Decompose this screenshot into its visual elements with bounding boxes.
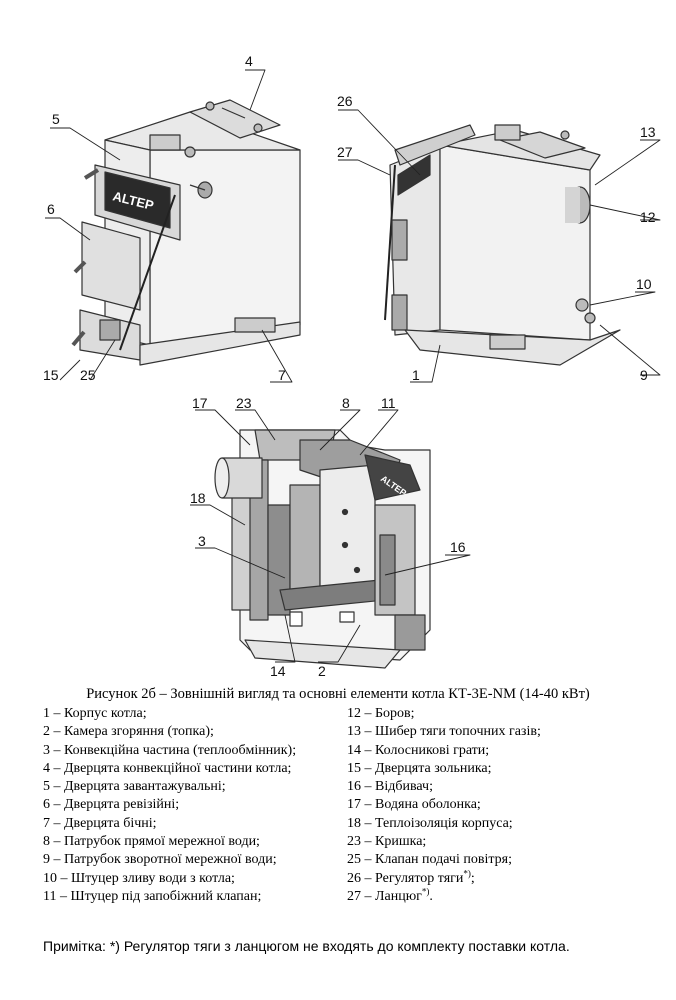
callout-14: 14: [270, 663, 286, 679]
callout-12: 12: [640, 209, 656, 225]
legend-item-27: 27 – Ланцюг*).: [347, 886, 541, 906]
legend-item: 11 – Штуцер під запобіжний клапан;: [43, 888, 262, 904]
callout-10: 10: [636, 276, 652, 292]
boiler-front-view: ALTEP: [71, 99, 301, 366]
legend-item: 18 – Теплоізоляція корпуса;: [347, 815, 513, 831]
legend-26-text: 26 – Регулятор тяги: [347, 870, 464, 886]
callout-18: 18: [190, 490, 206, 506]
legend-item: 8 – Патрубок прямої мережної води;: [43, 834, 260, 850]
legend-item: 23 – Кришка;: [347, 834, 427, 850]
callout-11: 11: [381, 395, 396, 411]
callout-15: 15: [43, 367, 59, 383]
footnote-mark: *): [421, 886, 430, 897]
footnote-mark: *): [463, 868, 471, 879]
callout-13: 13: [640, 124, 656, 140]
legend-26-end: ;: [470, 870, 475, 886]
callout-23: 23: [236, 395, 252, 411]
legend-27-text: 27 – Ланцюг: [347, 888, 422, 904]
figure-caption: Рисунок 2б – Зовнішній вигляд та основні…: [86, 686, 590, 702]
legend-left-list: 1 – Корпус котла; 2 – Камера згоряння (т…: [43, 705, 296, 906]
boiler-figure: ALTEP: [43, 53, 661, 679]
callout-26: 26: [337, 93, 353, 109]
legend-item: 16 – Відбивач;: [347, 779, 433, 795]
footnote: Примітка: *) Регулятор тяги з ланцюгом н…: [43, 938, 570, 954]
legend-27-end: .: [429, 888, 433, 904]
legend-item: 9 – Патрубок зворотної мережної води;: [43, 852, 277, 868]
legend-item: 1 – Корпус котла;: [43, 706, 147, 721]
legend-item: 5 – Дверцята завантажувальні;: [43, 779, 226, 795]
legend-item: 2 – Камера згоряння (топка);: [43, 724, 214, 740]
callout-2: 2: [318, 663, 326, 679]
callout-4: 4: [245, 53, 253, 69]
legend-item: 15 – Дверцята зольника;: [347, 760, 492, 776]
legend-item: 14 – Колосникові грати;: [347, 742, 490, 758]
callout-17: 17: [192, 395, 208, 411]
boiler-cutaway-view: ALTEP: [214, 429, 431, 669]
legend-item: 10 – Штуцер зливу води з котла;: [43, 870, 235, 886]
callout-6: 6: [47, 201, 55, 217]
callout-27: 27: [337, 144, 353, 160]
leader-lines: [45, 69, 661, 663]
legend-item: 6 – Дверцята ревізійні;: [43, 797, 180, 813]
callout-1: 1: [412, 367, 420, 383]
callout-16: 16: [450, 539, 466, 555]
legend-item: 4 – Дверцята конвекційної частини котла;: [43, 760, 292, 776]
legend-item: 7 – Дверцята бічні;: [43, 815, 157, 831]
legend-item-26: 26 – Регулятор тяги*);: [347, 868, 541, 888]
callout-5: 5: [52, 111, 60, 127]
callout-9: 9: [640, 367, 648, 383]
legend-item: 3 – Конвекційна частина (теплообмінник);: [43, 742, 297, 758]
callout-8: 8: [342, 395, 350, 411]
callout-25: 25: [80, 367, 96, 383]
callout-3: 3: [198, 533, 206, 549]
legend-item: 25 – Клапан подачі повітря;: [347, 852, 512, 868]
legend-item: 12 – Боров;: [347, 706, 415, 721]
boiler-rear-view: [384, 124, 621, 366]
legend-right-list: 12 – Боров; 13 – Шибер тяги топочних газ…: [347, 705, 541, 906]
legend-item: 13 – Шибер тяги топочних газів;: [347, 724, 541, 740]
legend-item: 17 – Водяна оболонка;: [347, 797, 481, 813]
callout-7: 7: [278, 367, 286, 383]
